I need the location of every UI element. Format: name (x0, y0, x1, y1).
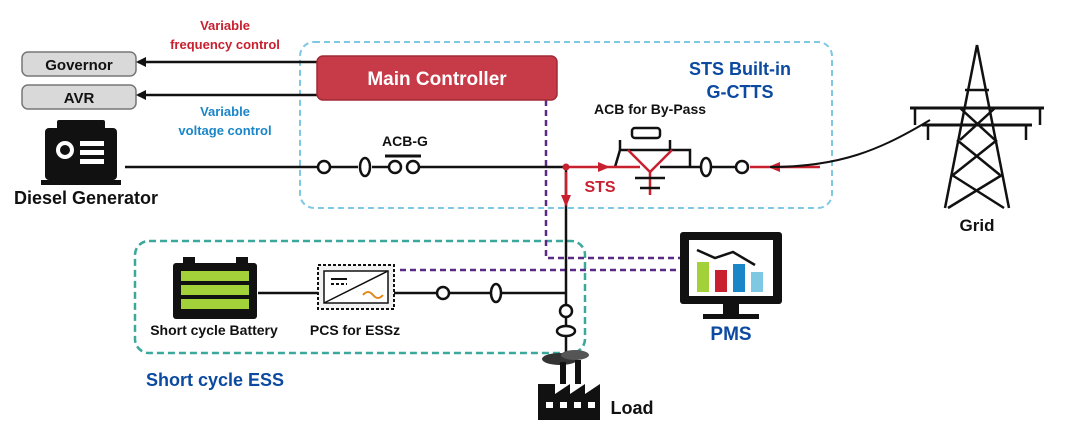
sts-label: STS (584, 179, 615, 196)
battery-label: Short cycle Battery (150, 322, 278, 338)
communication-lines (400, 100, 680, 272)
acb-g-breaker (316, 154, 421, 178)
main-controller-box (316, 55, 558, 101)
diesel-generator-label: Diesel Generator (14, 188, 158, 208)
ess-region-title: Short cycle ESS (146, 370, 284, 390)
grid-label: Grid (960, 216, 995, 235)
monitor-chart-icon (680, 232, 782, 319)
pms-label: PMS (710, 324, 751, 345)
factory-icon (538, 350, 600, 420)
sts-switch (608, 126, 692, 195)
grid-breaker (699, 156, 750, 178)
load-breaker (555, 303, 577, 338)
ess-breaker (435, 282, 503, 304)
voltage-control-line1: Variable (200, 104, 250, 119)
acb-bypass-label: ACB for By-Pass (594, 101, 706, 117)
sts-region-title-line2: G-CTTS (707, 82, 774, 102)
avr-label: AVR (64, 90, 95, 107)
bus-node (562, 163, 570, 171)
pcs-inverter-icon (317, 264, 395, 310)
ess-region (133, 239, 587, 355)
voltage-control-line2: voltage control (178, 123, 271, 138)
battery-icon (173, 257, 257, 319)
frequency-control-line1: Variable (200, 18, 250, 33)
main-controller-label: Main Controller (367, 69, 507, 90)
sts-region-title-line1: STS Built-in (689, 59, 791, 79)
generator-icon (41, 120, 121, 185)
transmission-tower-icon (910, 44, 1044, 210)
frequency-control-line2: frequency control (170, 37, 280, 52)
sts-region (299, 41, 833, 209)
grid-feeder (769, 119, 931, 168)
governor-label: Governor (45, 57, 113, 74)
pcs-label: PCS for ESSz (310, 322, 400, 338)
acb-g-label: ACB-G (382, 133, 428, 149)
load-label: Load (611, 398, 654, 418)
